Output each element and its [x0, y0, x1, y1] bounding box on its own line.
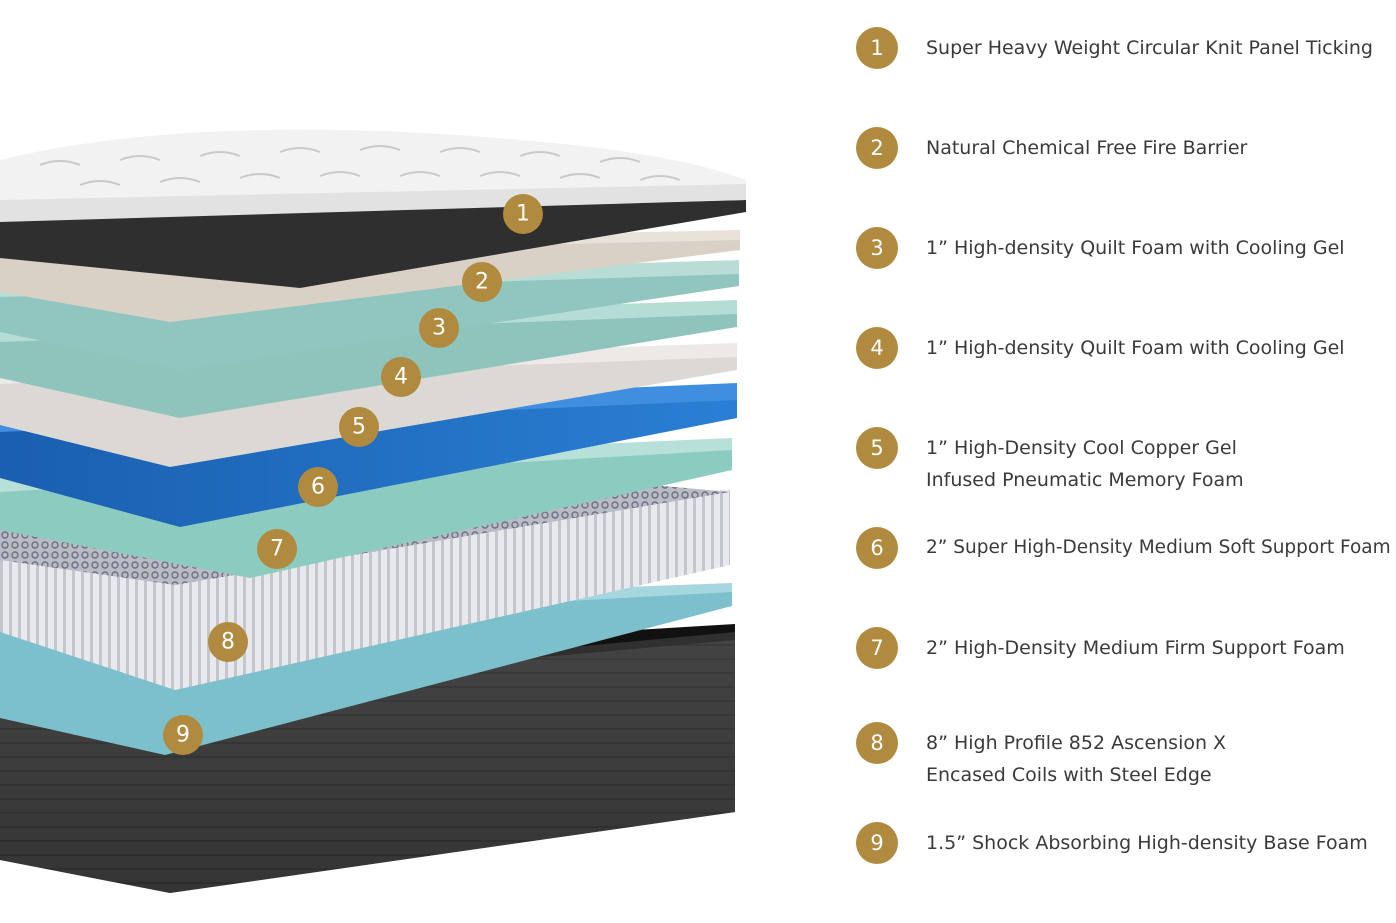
legend-item-9: 9 1.5” Shock Absorbing High-density Base… [856, 822, 1396, 864]
illustration-badge-1: 1 [503, 194, 543, 234]
illustration-badge-9-label: 9 [176, 723, 190, 748]
illustration-badge-4: 4 [381, 357, 421, 397]
mattress-layers-illustration: 1 2 3 4 5 6 7 8 9 [0, 129, 746, 893]
legend-item-3: 3 1” High-density Quilt Foam with Coolin… [856, 227, 1396, 269]
legend-label-4: 1” High-density Quilt Foam with Cooling … [926, 337, 1345, 359]
legend-label-7: 2” High-Density Medium Firm Support Foam [926, 637, 1345, 659]
legend-badge-9: 9 [856, 822, 898, 864]
legend-item-4: 4 1” High-density Quilt Foam with Coolin… [856, 327, 1396, 369]
legend-label-5: 1” High-Density Cool Copper Gel Infused … [926, 437, 1244, 491]
illustration-badge-7: 7 [257, 529, 297, 569]
legend-label-2: Natural Chemical Free Fire Barrier [926, 137, 1248, 159]
illustration-badge-6: 6 [298, 467, 338, 507]
illustration-badge-9: 9 [163, 715, 203, 755]
illustration-badge-2-label: 2 [475, 270, 489, 295]
legend-item-8: 8 8” High Profile 852 Ascension X Encase… [856, 722, 1306, 791]
legend-badge-3: 3 [856, 227, 898, 269]
legend-badge-6: 6 [856, 527, 898, 569]
legend-label-9: 1.5” Shock Absorbing High-density Base F… [926, 832, 1368, 854]
legend-badge-4: 4 [856, 327, 898, 369]
illustration-badge-8-label: 8 [221, 630, 235, 655]
illustration-badge-3: 3 [419, 308, 459, 348]
legend-badge-2: 2 [856, 127, 898, 169]
legend-item-7: 7 2” High-Density Medium Firm Support Fo… [856, 627, 1396, 669]
illustration-badge-7-label: 7 [270, 537, 284, 562]
legend-item-5: 5 1” High-Density Cool Copper Gel Infuse… [856, 427, 1306, 496]
legend-badge-5: 5 [856, 427, 898, 469]
legend-item-6: 6 2” Super High-Density Medium Soft Supp… [856, 527, 1396, 569]
legend-label-8: 8” High Profile 852 Ascension X Encased … [926, 732, 1227, 786]
legend-label-6: 2” Super High-Density Medium Soft Suppor… [926, 537, 1391, 558]
illustration-badge-8: 8 [208, 622, 248, 662]
legend-badge-7: 7 [856, 627, 898, 669]
legend-item-1: 1 Super Heavy Weight Circular Knit Panel… [856, 27, 1396, 69]
legend-badge-8: 8 [856, 722, 898, 764]
legend-badge-1: 1 [856, 27, 898, 69]
illustration-badge-2: 2 [462, 262, 502, 302]
legend-label-3: 1” High-density Quilt Foam with Cooling … [926, 237, 1345, 259]
illustration-badge-3-label: 3 [432, 316, 446, 341]
illustration-badge-4-label: 4 [394, 365, 408, 390]
layer-1-ticking [0, 129, 746, 288]
illustration-badge-6-label: 6 [311, 475, 325, 500]
legend-item-2: 2 Natural Chemical Free Fire Barrier [856, 127, 1396, 169]
illustration-badge-5-label: 5 [352, 415, 366, 440]
legend-label-1: Super Heavy Weight Circular Knit Panel T… [926, 37, 1373, 59]
illustration-badge-1-label: 1 [516, 202, 530, 227]
illustration-badge-5: 5 [339, 407, 379, 447]
